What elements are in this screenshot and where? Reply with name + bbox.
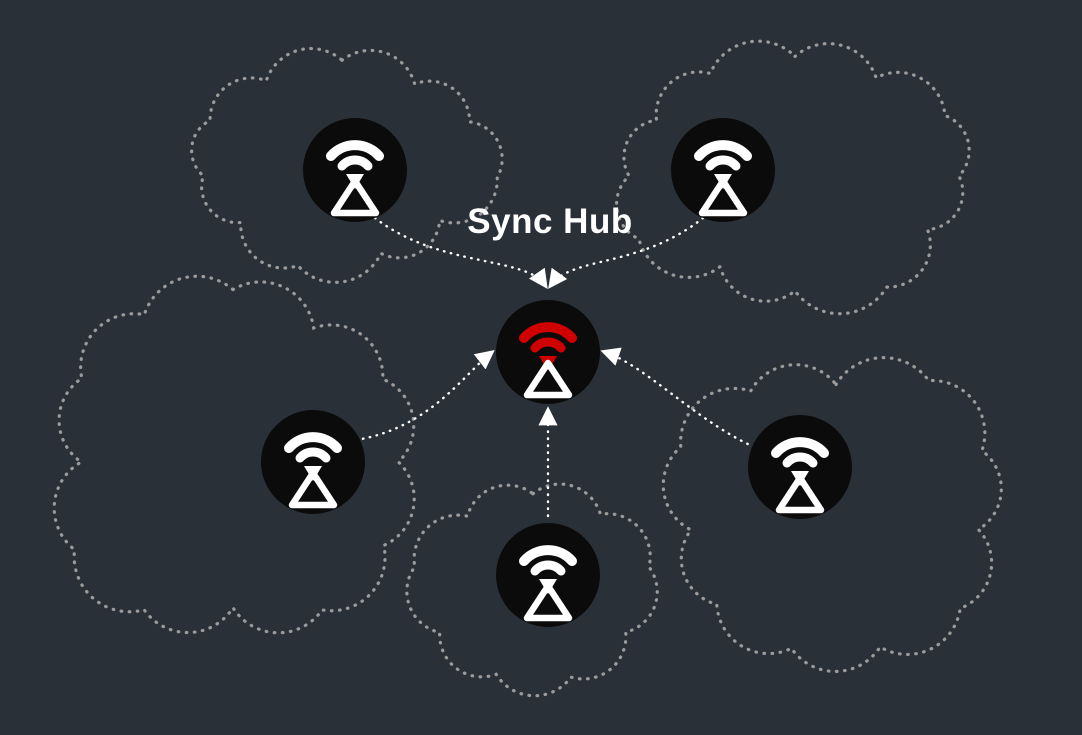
hub-label: Sync Hub — [467, 202, 633, 241]
arrow-top-left-to-hub — [373, 216, 548, 289]
arrow-right-to-hub — [600, 347, 756, 449]
clouds-layer — [52, 39, 1003, 698]
arrows-layer — [354, 216, 756, 518]
hub-node — [496, 300, 600, 404]
arrow-top-right-to-hub — [548, 216, 705, 289]
device-node-bottom-center — [496, 523, 600, 627]
cloud-right — [661, 356, 1003, 674]
device-node-top-right — [671, 118, 775, 222]
device-node-mid-left — [261, 410, 365, 514]
arrow-mid-left-to-hub — [354, 350, 495, 442]
device-node-top-left — [303, 118, 407, 222]
device-node-right — [748, 415, 852, 519]
cloud-top-right — [615, 39, 971, 316]
nodes-layer — [261, 118, 852, 627]
cloud-top-left — [190, 46, 504, 284]
cloud-mid-left — [52, 274, 416, 635]
